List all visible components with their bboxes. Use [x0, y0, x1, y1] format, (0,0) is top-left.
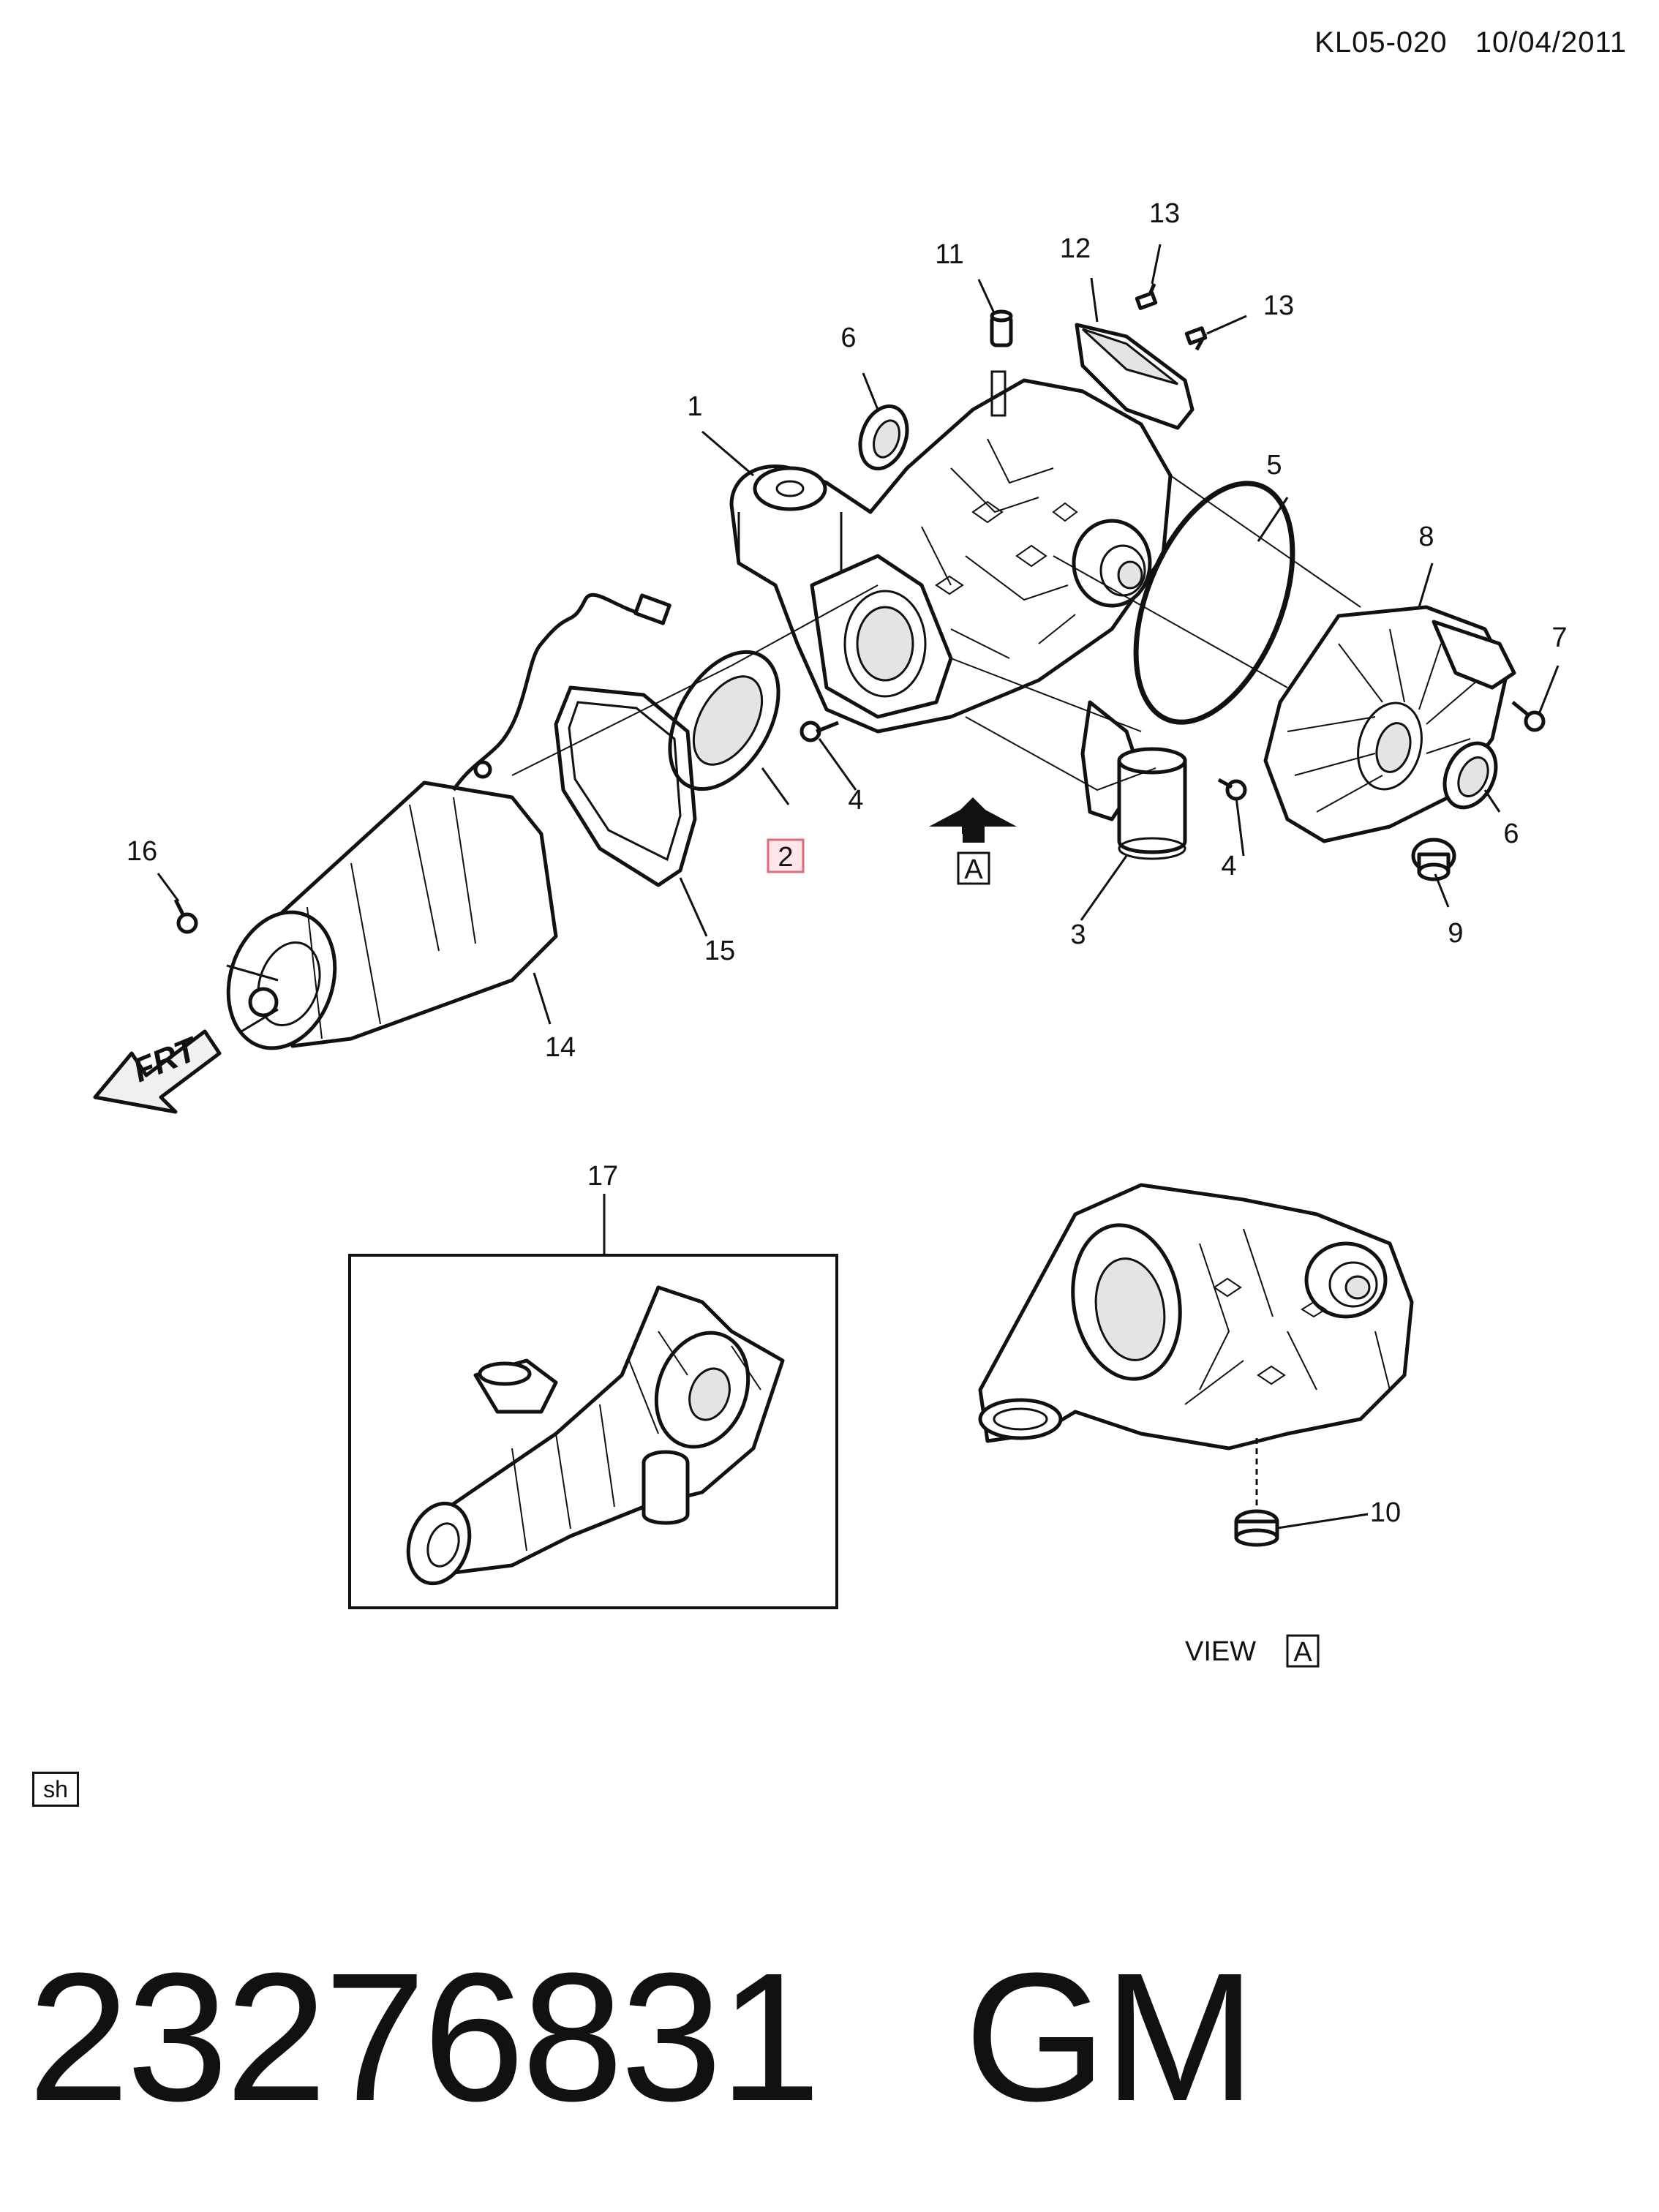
diagram-header: KL05-020 10/04/2011	[1295, 26, 1627, 59]
fill-plug	[1234, 1509, 1279, 1547]
callout-8: 8	[1418, 522, 1434, 552]
view-a-label: VIEW A	[1185, 1634, 1320, 1668]
module-bolt	[1184, 326, 1208, 351]
control-module	[1075, 323, 1195, 430]
callout-17: 17	[587, 1161, 618, 1192]
callout-12: 12	[1060, 233, 1091, 264]
callout-6a: 6	[840, 323, 856, 353]
drain-plug	[1411, 838, 1456, 881]
view-label-text: VIEW	[1185, 1636, 1256, 1667]
assembly-inset	[348, 1254, 838, 1609]
callout-2-highlight: 2	[767, 838, 805, 873]
diagram-code: KL05-020	[1314, 26, 1448, 59]
clutch-housing	[226, 592, 672, 1050]
gasket	[554, 685, 697, 887]
callout-4b: 4	[1221, 851, 1236, 881]
pinion-seal	[858, 404, 909, 471]
callout-11: 11	[935, 239, 963, 270]
sh-tag: sh	[32, 1772, 79, 1807]
view-direction-arrow: A	[929, 797, 1017, 885]
front-direction-arrow: FRT	[93, 1028, 222, 1114]
callout-13b: 13	[1263, 290, 1294, 321]
view-label-letter: A	[1293, 1637, 1312, 1668]
view-marker-letter: A	[964, 854, 983, 885]
callout-10: 10	[1370, 1497, 1401, 1528]
differential-cover	[1263, 605, 1516, 843]
callout-1: 1	[687, 391, 702, 422]
module-bolt	[1135, 283, 1158, 310]
mount-bolt	[1217, 778, 1247, 801]
callout-16: 16	[127, 836, 157, 867]
differential-housing	[729, 370, 1173, 734]
mount-bolt	[800, 721, 839, 742]
callout-15: 15	[704, 936, 735, 966]
brand-name: GM	[964, 1935, 1256, 2139]
callout-14: 14	[545, 1032, 576, 1063]
callout-3: 3	[1070, 919, 1086, 950]
callout-7: 7	[1551, 622, 1567, 653]
vent-fitting	[990, 309, 1013, 347]
callout-4a: 4	[848, 785, 863, 816]
cover-bolt	[1511, 701, 1546, 732]
input-shaft-seal	[668, 650, 780, 791]
housing-bolt	[173, 898, 198, 934]
callout-13a: 13	[1149, 198, 1180, 229]
diagram-date: 10/04/2011	[1475, 26, 1627, 59]
mount-bushing	[1080, 700, 1187, 860]
callout-2: 2	[778, 842, 793, 873]
o-ring	[1133, 481, 1295, 725]
axle-seal	[1442, 741, 1498, 810]
part-number: 23276831	[28, 1935, 821, 2139]
callout-9: 9	[1448, 918, 1463, 949]
callout-5: 5	[1266, 450, 1282, 481]
callout-6b: 6	[1503, 819, 1519, 849]
view-a-housing-detail	[978, 1183, 1414, 1507]
